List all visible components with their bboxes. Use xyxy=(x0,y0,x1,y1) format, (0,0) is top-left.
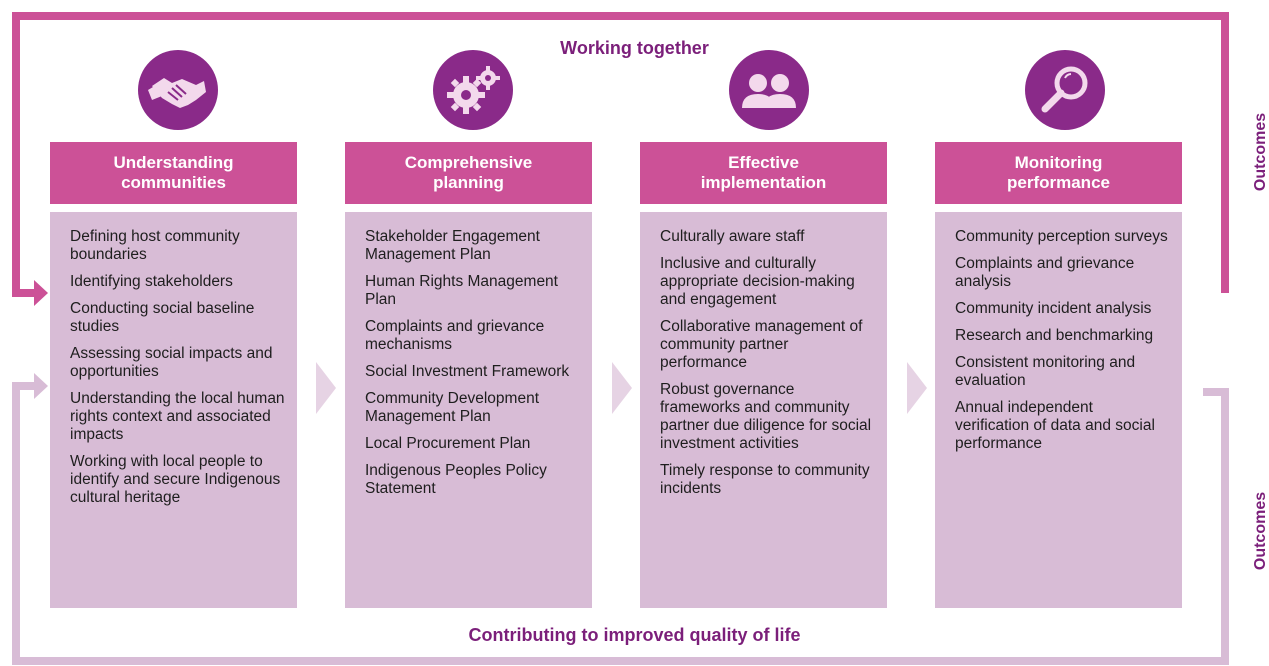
list-item: Culturally aware staff xyxy=(660,228,805,245)
handshake-icon xyxy=(138,50,218,130)
stage-body-monitoring: Community perception surveys Complaints … xyxy=(935,212,1182,608)
stage-item-list: Defining host community boundaries Ident… xyxy=(50,212,297,507)
list-item: Human Rights Management Plan xyxy=(365,273,558,308)
flow-arrow xyxy=(612,362,632,414)
list-item: Complaints and grievance mechanisms xyxy=(365,318,545,353)
gears-icon xyxy=(433,50,513,130)
bottom-loop-line xyxy=(12,382,1229,665)
list-item: Consistent monitoring and evaluation xyxy=(955,354,1136,389)
stage-body-implementation: Culturally aware staff Inclusive and cul… xyxy=(640,212,887,608)
list-item: Identifying stakeholders xyxy=(70,273,233,290)
flow-arrow xyxy=(907,362,927,414)
working-together-title: Working together xyxy=(560,38,709,58)
people-icon xyxy=(729,50,809,130)
list-item: Community perception surveys xyxy=(955,228,1168,245)
list-item: Timely response to community incidents xyxy=(660,462,870,497)
list-item: Working with local people to identify an… xyxy=(70,453,281,506)
list-item: Inclusive and culturally appropriate dec… xyxy=(660,255,855,308)
stage-heading-understanding: Understanding communities xyxy=(50,142,297,204)
top-loop-line xyxy=(12,12,1229,297)
list-item: Annual independent verification of data … xyxy=(955,399,1155,452)
list-item: Indigenous Peoples Policy Statement xyxy=(365,462,547,497)
stage-body-planning: Stakeholder Engagement Management Plan H… xyxy=(345,212,592,608)
stage-item-list: Culturally aware staff Inclusive and cul… xyxy=(640,212,887,498)
outcomes-label-bottom: Outcomes xyxy=(1252,491,1269,571)
list-item: Community incident analysis xyxy=(955,300,1152,317)
stage-heading-monitoring: Monitoring performance xyxy=(935,142,1182,204)
stage-heading-implementation: Effective implementation xyxy=(640,142,887,204)
list-item: Research and benchmarking xyxy=(955,327,1154,344)
stage-heading-planning: Comprehensive planning xyxy=(345,142,592,204)
list-item: Local Procurement Plan xyxy=(365,435,531,452)
list-item: Social Investment Framework xyxy=(365,363,570,380)
list-item: Understanding the local human rights con… xyxy=(70,390,285,443)
top-loop-arrowhead xyxy=(34,280,48,306)
list-item: Robust governance frameworks and communi… xyxy=(660,381,872,452)
quality-of-life-title: Contributing to improved quality of life xyxy=(468,625,801,645)
outcomes-label-top: Outcomes xyxy=(1252,112,1269,192)
list-item: Stakeholder Engagement Management Plan xyxy=(365,228,540,263)
stage-item-list: Community perception surveys Complaints … xyxy=(935,212,1182,453)
stage-item-list: Stakeholder Engagement Management Plan H… xyxy=(345,212,592,498)
bottom-loop-arrowhead xyxy=(34,373,48,399)
stage-body-understanding: Defining host community boundaries Ident… xyxy=(50,212,297,608)
list-item: Community Development Management Plan xyxy=(365,390,540,425)
magnifier-icon xyxy=(1025,50,1105,130)
list-item: Collaborative management of community pa… xyxy=(660,318,863,371)
list-item: Defining host community boundaries xyxy=(70,228,240,263)
list-item: Complaints and grievance analysis xyxy=(955,255,1135,290)
list-item: Assessing social impacts and opportuniti… xyxy=(70,345,273,380)
list-item: Conducting social baseline studies xyxy=(70,300,255,335)
flow-arrow xyxy=(316,362,336,414)
